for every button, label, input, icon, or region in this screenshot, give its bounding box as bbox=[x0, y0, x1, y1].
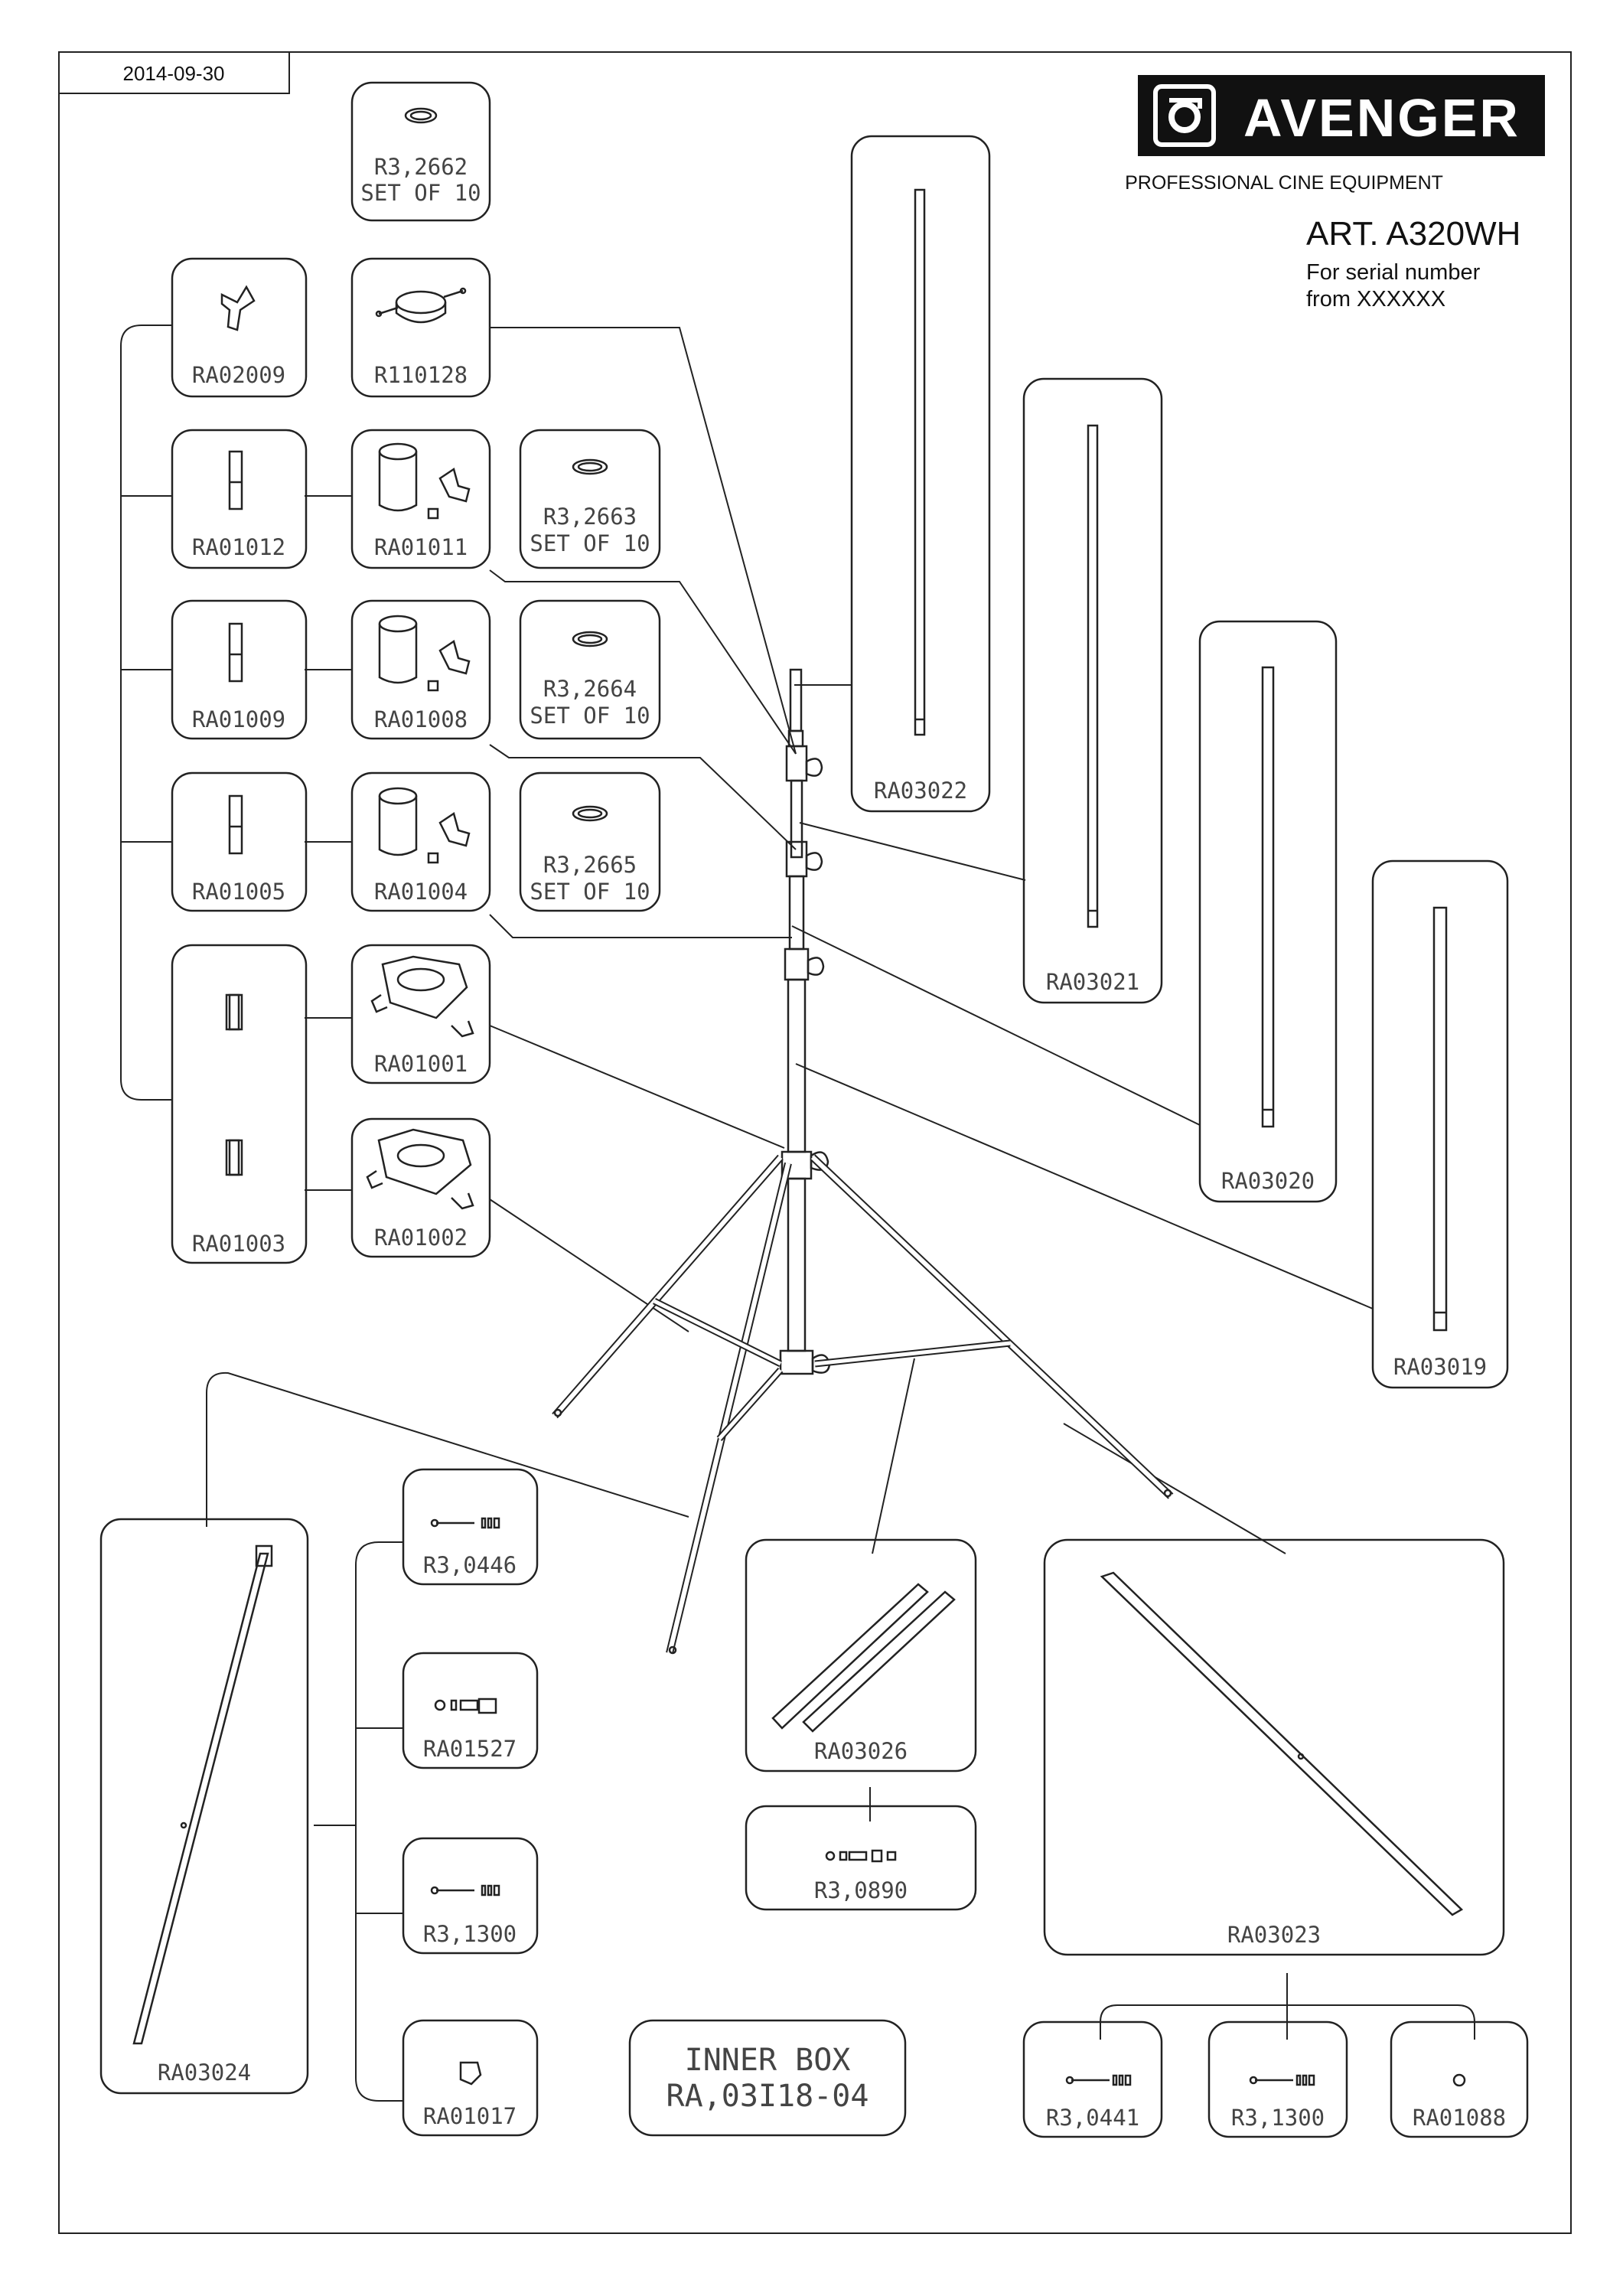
label-ra01003: RA01003 bbox=[192, 1231, 285, 1257]
pin-set-icon bbox=[1065, 2074, 1132, 2086]
top-riser bbox=[789, 668, 803, 732]
label-ra01001: RA01001 bbox=[374, 1051, 468, 1077]
pin-set-icon bbox=[1249, 2074, 1315, 2086]
label-r3-0446: R3,0446 bbox=[423, 1552, 517, 1578]
label-ra03026: RA03026 bbox=[814, 1738, 908, 1764]
label-ra01527: RA01527 bbox=[423, 1736, 517, 1762]
label-r3-0890: R3,0890 bbox=[814, 1877, 908, 1903]
part-illustrations bbox=[132, 107, 1466, 2087]
connector-lines bbox=[120, 325, 1475, 2102]
label-r3-2665-note: SET OF 10 bbox=[530, 879, 650, 905]
serial-line-2: from XXXXXX bbox=[1306, 287, 1445, 311]
date-box bbox=[59, 51, 290, 94]
brand-name: AVENGER bbox=[1243, 88, 1520, 148]
lock-plate-icon bbox=[228, 794, 243, 855]
label-r3-1300-a: R3,1300 bbox=[423, 1921, 517, 1947]
inner-box-label: INNER BOX RA,03I18-04 bbox=[666, 2043, 869, 2114]
label-ra03024: RA03024 bbox=[158, 2060, 251, 2086]
leg-hub-icon bbox=[366, 1128, 474, 1210]
knob-icon bbox=[220, 285, 256, 331]
label-ra01008: RA01008 bbox=[374, 706, 468, 732]
o-ring-icon bbox=[572, 805, 608, 822]
label-ra01088: RA01088 bbox=[1413, 2105, 1506, 2131]
inner-box-line-2: RA,03I18-04 bbox=[666, 2079, 869, 2114]
clip-icon bbox=[225, 993, 243, 1031]
clamp-ring-icon bbox=[375, 287, 467, 324]
cap-icon bbox=[459, 2061, 482, 2086]
leg-tube-icon bbox=[1100, 1571, 1464, 1916]
lock-plate-icon bbox=[228, 450, 243, 510]
collar-icon bbox=[378, 615, 471, 692]
label-ra03021: RA03021 bbox=[1046, 969, 1139, 995]
light-stand bbox=[552, 668, 1174, 1655]
label-ra01011: RA01011 bbox=[374, 534, 468, 560]
label-r3-2662-note: SET OF 10 bbox=[360, 180, 481, 206]
article-number: ART. A320WH bbox=[1306, 215, 1520, 253]
label-r3-2662-code: R3,2662 bbox=[374, 154, 468, 180]
label-r110128: R110128 bbox=[374, 362, 468, 388]
pin-set-icon bbox=[825, 1849, 897, 1863]
label-r3-0441: R3,0441 bbox=[1046, 2105, 1139, 2131]
pin-set-icon bbox=[430, 1884, 500, 1896]
riser-tube-icon bbox=[1261, 666, 1275, 1128]
label-ra03022: RA03022 bbox=[874, 778, 967, 804]
o-ring-icon bbox=[572, 631, 608, 647]
riser-tube-icon bbox=[1087, 424, 1099, 928]
label-ra03020: RA03020 bbox=[1221, 1168, 1315, 1194]
label-r3-2663-code: R3,2663 bbox=[543, 504, 637, 530]
label-ra01009: RA01009 bbox=[192, 706, 285, 732]
inner-box-line-1: INNER BOX bbox=[685, 2043, 851, 2078]
avenger-logo: AVENGER bbox=[1138, 75, 1545, 156]
o-ring-icon bbox=[572, 458, 608, 475]
label-ra03023: RA03023 bbox=[1227, 1922, 1321, 1948]
label-ra01012: RA01012 bbox=[192, 534, 285, 560]
leg-hub-icon bbox=[370, 955, 474, 1038]
label-ra03019: RA03019 bbox=[1393, 1354, 1487, 1380]
label-ra01005: RA01005 bbox=[192, 879, 285, 905]
sheet-border bbox=[58, 51, 1572, 2234]
label-r3-1300-b: R3,1300 bbox=[1231, 2105, 1325, 2131]
riser-tube-icon bbox=[914, 188, 926, 736]
label-r3-2663-note: SET OF 10 bbox=[530, 530, 650, 556]
label-ra02009: RA02009 bbox=[192, 362, 285, 388]
part-boxes bbox=[99, 81, 1529, 2138]
label-ra01017: RA01017 bbox=[423, 2103, 517, 2129]
part-labels: R3,2662 SET OF 10 RA02009 R110128 RA0101… bbox=[158, 154, 1506, 2131]
label-ra01002: RA01002 bbox=[374, 1225, 468, 1251]
leg-tube-icon bbox=[132, 1544, 273, 2045]
lock-plate-icon bbox=[228, 622, 243, 683]
o-ring-icon bbox=[404, 107, 438, 124]
label-r3-2665-code: R3,2665 bbox=[543, 852, 637, 878]
drawing-date: 2014-09-30 bbox=[123, 62, 225, 85]
label-ra01004: RA01004 bbox=[374, 879, 468, 905]
washer-icon bbox=[1452, 2073, 1466, 2087]
pin-set-icon bbox=[430, 1517, 500, 1529]
riser-tube-icon bbox=[1432, 906, 1448, 1332]
brand-tagline: PROFESSIONAL CINE EQUIPMENT bbox=[1125, 172, 1443, 194]
pin-set-icon bbox=[434, 1698, 497, 1714]
clip-icon bbox=[225, 1139, 243, 1176]
collar-icon bbox=[378, 442, 471, 520]
label-r3-2664-code: R3,2664 bbox=[543, 676, 637, 702]
collar-icon bbox=[378, 787, 471, 864]
label-r3-2664-note: SET OF 10 bbox=[530, 703, 650, 729]
serial-line-1: For serial number bbox=[1306, 260, 1481, 285]
brace-bars-icon bbox=[771, 1583, 956, 1733]
